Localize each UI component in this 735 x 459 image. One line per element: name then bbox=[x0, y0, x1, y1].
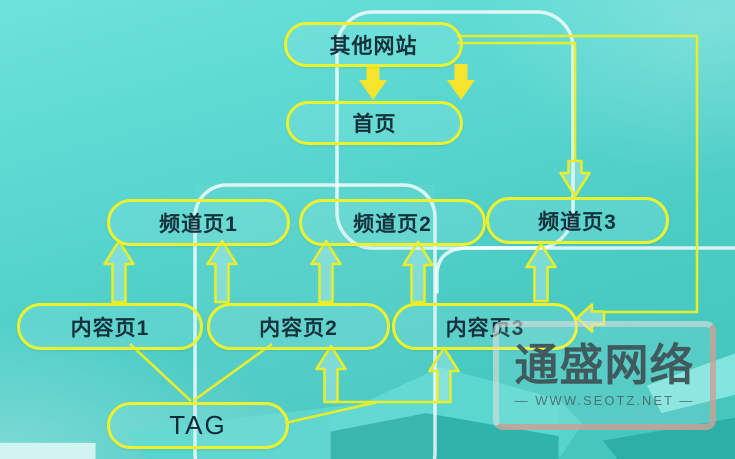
edge-other-sites-to-channel-3 bbox=[457, 41, 577, 161]
node-content-2-label: 内容页2 bbox=[259, 316, 338, 340]
up-arrow-tag-to-content3 bbox=[428, 346, 460, 404]
node-other-sites-label: 其他网站 bbox=[329, 34, 418, 58]
node-home-label: 首页 bbox=[352, 113, 397, 136]
node-content-2: 内容页2 bbox=[207, 303, 390, 350]
node-content-1: 内容页1 bbox=[17, 303, 203, 350]
node-tag-label: TAG bbox=[169, 410, 227, 440]
light-wash-top-right bbox=[475, 0, 735, 180]
node-channel-2-label: 频道页2 bbox=[353, 212, 432, 236]
down-arrow-into-channel3 bbox=[559, 159, 591, 198]
edge-tag-to-content-pages bbox=[284, 400, 444, 425]
edge-content-1-to-tag bbox=[129, 343, 192, 402]
solid-down-arrow-1 bbox=[359, 64, 387, 100]
glass-pane-bottom-line bbox=[435, 246, 735, 294]
up-arrow-content1-to-channel1 bbox=[103, 239, 135, 304]
node-tag: TAG bbox=[107, 402, 289, 449]
watermark-panel: 通盛网络 — WWW.SEOTZ.NET — bbox=[493, 321, 716, 430]
up-arrow-content3-to-channel2 bbox=[402, 240, 434, 304]
node-channel-1-label: 频道页1 bbox=[159, 212, 238, 236]
node-home: 首页 bbox=[286, 101, 463, 145]
edge-content-2-to-tag bbox=[192, 342, 273, 403]
node-channel-3-label: 频道页3 bbox=[538, 210, 617, 234]
solid-down-arrow-2 bbox=[447, 64, 475, 100]
node-channel-2: 频道页2 bbox=[299, 199, 486, 246]
up-arrow-tag-to-content2 bbox=[315, 344, 347, 404]
node-content-1-label: 内容页1 bbox=[70, 316, 150, 340]
up-arrow-content3-to-channel3 bbox=[525, 242, 557, 303]
node-channel-1: 频道页1 bbox=[107, 199, 290, 246]
up-arrow-content2-to-channel1 bbox=[206, 239, 238, 304]
node-other-sites: 其他网站 bbox=[284, 22, 463, 67]
node-channel-3: 频道页3 bbox=[486, 197, 669, 244]
watermark-site-url: — WWW.SEOTZ.NET — bbox=[514, 392, 695, 408]
up-arrow-content2-to-channel2 bbox=[310, 239, 342, 304]
edge-other-sites-to-content-3 bbox=[457, 34, 699, 314]
watermark-brand: 通盛网络 bbox=[514, 340, 695, 390]
